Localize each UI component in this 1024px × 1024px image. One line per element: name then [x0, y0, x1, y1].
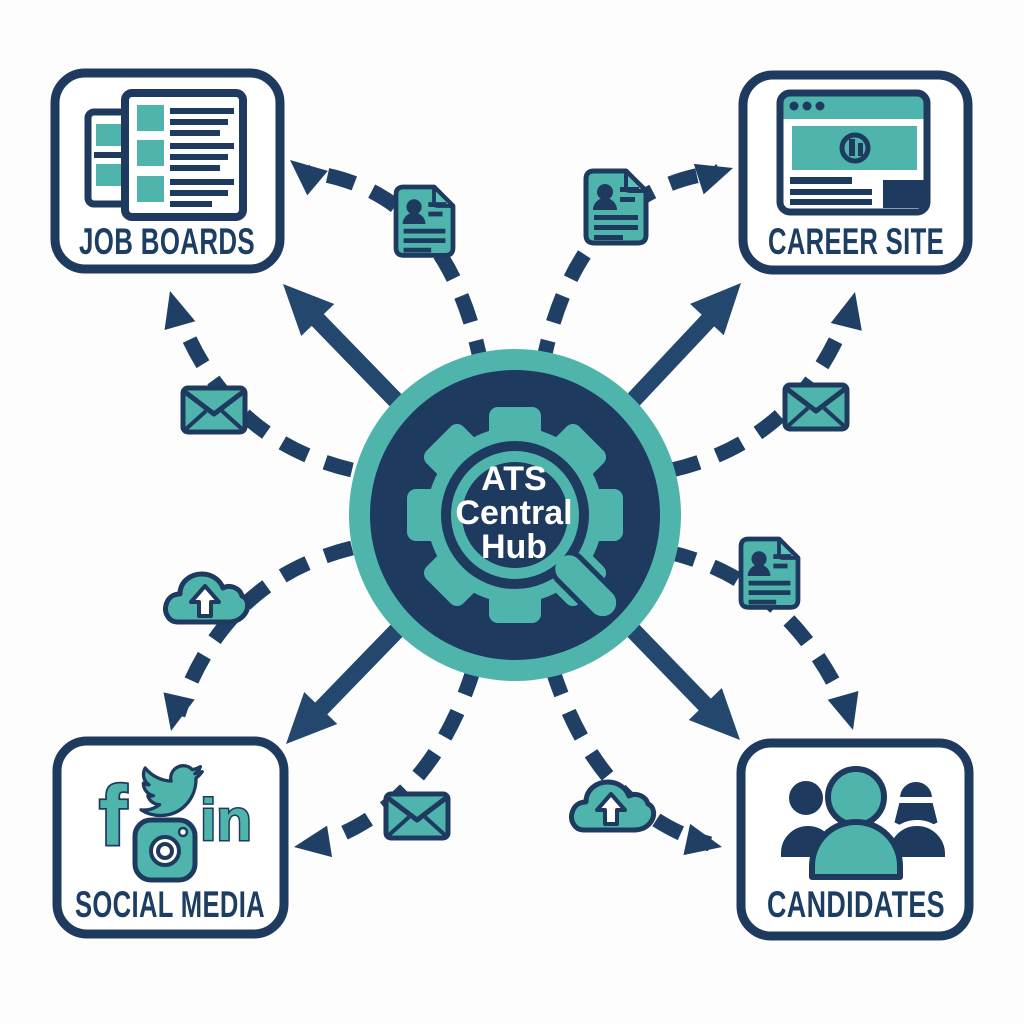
hub-label-line-3: Hub: [481, 528, 547, 566]
facebook-icon: f: [99, 769, 128, 863]
resume-document-icon: [396, 187, 453, 255]
linkedin-icon: in: [200, 788, 252, 853]
resume-document-icon: [741, 539, 798, 607]
hub-label-line-1: ATS: [481, 460, 546, 498]
dashed-flow-envelope-to-social-media: [294, 665, 482, 858]
node-job-boards: JOB BOARDS: [50, 68, 285, 274]
instagram-icon: [132, 817, 198, 883]
social-networks-icon: f in: [97, 764, 253, 883]
people-group-icon: [775, 766, 951, 880]
envelope-icon: [785, 385, 847, 429]
social-media-label: SOCIAL MEDIA: [75, 884, 265, 925]
magnifier-icon: [451, 451, 622, 622]
twitter-icon: [139, 764, 204, 818]
hub-label-line-2: Central: [455, 494, 572, 532]
career-site-label: CAREER SITE: [768, 221, 944, 262]
node-candidates: CANDIDATES: [736, 738, 974, 941]
node-career-site: CAREER SITE: [738, 70, 973, 275]
resume-document-icon: [586, 171, 646, 243]
job-listings-icon: [84, 89, 247, 221]
candidates-label: CANDIDATES: [767, 884, 945, 925]
job-boards-label: JOB BOARDS: [79, 221, 255, 262]
dashed-flow-cloud-to-candidates: [544, 665, 722, 856]
envelope-icon: [183, 388, 245, 432]
ats-central-hub-node: ATS Central Hub: [349, 349, 681, 681]
envelope-icon: [386, 794, 448, 838]
dashed-flow-cloud-to-social-media: [163, 540, 354, 731]
node-social-media: f in SOCIAL MEDIA: [52, 736, 289, 939]
website-browser-icon: [776, 89, 931, 216]
dashed-flow-envelope-to-career-site: [670, 292, 862, 478]
